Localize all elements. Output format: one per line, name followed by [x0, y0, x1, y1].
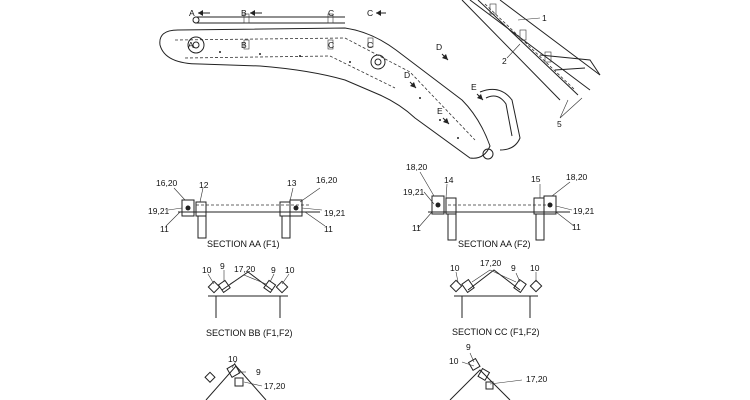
view-marker-b-bottom: B: [241, 40, 247, 50]
callout-label: C: [367, 8, 373, 18]
section-bb: 10 9 17,20 9 10 SECTION BB (F1,F2): [202, 261, 295, 338]
callout-label: 10: [449, 356, 459, 366]
callout-label: 16,20: [316, 175, 338, 185]
callout-part-1: 1: [517, 13, 547, 23]
callout-part-2: 2: [502, 43, 521, 66]
callout-label: E: [437, 106, 443, 116]
callout-label: C: [328, 8, 334, 18]
view-marker-d-lower: D: [404, 70, 417, 89]
callout-label: 12: [199, 180, 209, 190]
callout-label: 9: [271, 265, 276, 275]
callout-label: A: [189, 8, 195, 18]
callout-label: D: [436, 42, 442, 52]
callout-label: E: [471, 82, 477, 92]
callout-label: 17,20: [526, 374, 548, 384]
callout-part-5: 5: [557, 97, 583, 129]
callout-label: 17,20: [480, 258, 502, 268]
callout-label: 18,20: [406, 162, 428, 172]
section-bb-caption: SECTION BB (F1,F2): [206, 328, 293, 338]
section-aa-f1: 16,20 12 13 16,20 19,21 19,21 11 11 SECT…: [148, 175, 346, 249]
callout-label: B: [241, 40, 247, 50]
callout-label: 10: [202, 265, 212, 275]
arm-detail-drawing: [461, 0, 601, 101]
callout-label: 10: [450, 263, 460, 273]
section-aa-f2: 18,20 14 19,21 11 15 18,20 19,21 11 SECT…: [403, 162, 595, 249]
callout-label: 14: [444, 175, 454, 185]
callout-label: C: [328, 40, 334, 50]
callout-label: 1: [542, 13, 547, 23]
callout-label: 17,20: [234, 264, 256, 274]
section-aa-f2-caption: SECTION AA (F2): [458, 239, 531, 249]
callout-label: 9: [256, 367, 261, 377]
view-marker-d-upper: D: [436, 42, 449, 61]
view-marker-b-top: B: [241, 8, 262, 18]
callout-label: 13: [287, 178, 297, 188]
callout-label: D: [404, 70, 410, 80]
callout-label: 19,21: [324, 208, 346, 218]
callout-label: 9: [466, 342, 471, 352]
callout-label: 11: [572, 222, 581, 232]
callout-label: 11: [412, 223, 421, 233]
callout-label: 19,21: [148, 206, 170, 216]
view-marker-e-lower: E: [437, 106, 450, 125]
boom-overview-drawing: [159, 13, 521, 160]
callout-label: 11: [324, 224, 333, 234]
callout-label: 11: [160, 224, 169, 234]
section-aa-f1-caption: SECTION AA (F1): [207, 239, 280, 249]
callout-label: 2: [502, 56, 507, 66]
callout-label: 5: [557, 119, 562, 129]
section-dd: 10 9 17,20: [204, 354, 286, 400]
view-marker-c-top: C C: [328, 8, 386, 18]
section-cc: 10 17,20 9 10 SECTION CC (F1,F2): [449, 258, 543, 337]
view-marker-c-bottom: C C: [328, 40, 373, 50]
callout-label: 9: [511, 263, 516, 273]
callout-label: 17,20: [264, 381, 286, 391]
view-marker-a-top: A: [189, 8, 210, 18]
callout-label: 19,21: [403, 187, 425, 197]
callout-label: 9: [220, 261, 225, 271]
callout-label: 18,20: [566, 172, 588, 182]
section-ee: 9 10 17,20: [449, 342, 548, 400]
callout-label: B: [241, 8, 247, 18]
callout-label: 19,21: [573, 206, 595, 216]
callout-label: 10: [530, 263, 540, 273]
callout-label: 10: [285, 265, 295, 275]
callout-label: C: [367, 40, 373, 50]
callout-label: 10: [228, 354, 238, 364]
view-marker-a-bottom: A: [188, 40, 194, 50]
view-marker-e-upper: E: [471, 82, 484, 101]
callout-label: A: [188, 40, 194, 50]
callout-label: 15: [531, 174, 541, 184]
section-cc-caption: SECTION CC (F1,F2): [452, 327, 540, 337]
callout-label: 16,20: [156, 178, 178, 188]
